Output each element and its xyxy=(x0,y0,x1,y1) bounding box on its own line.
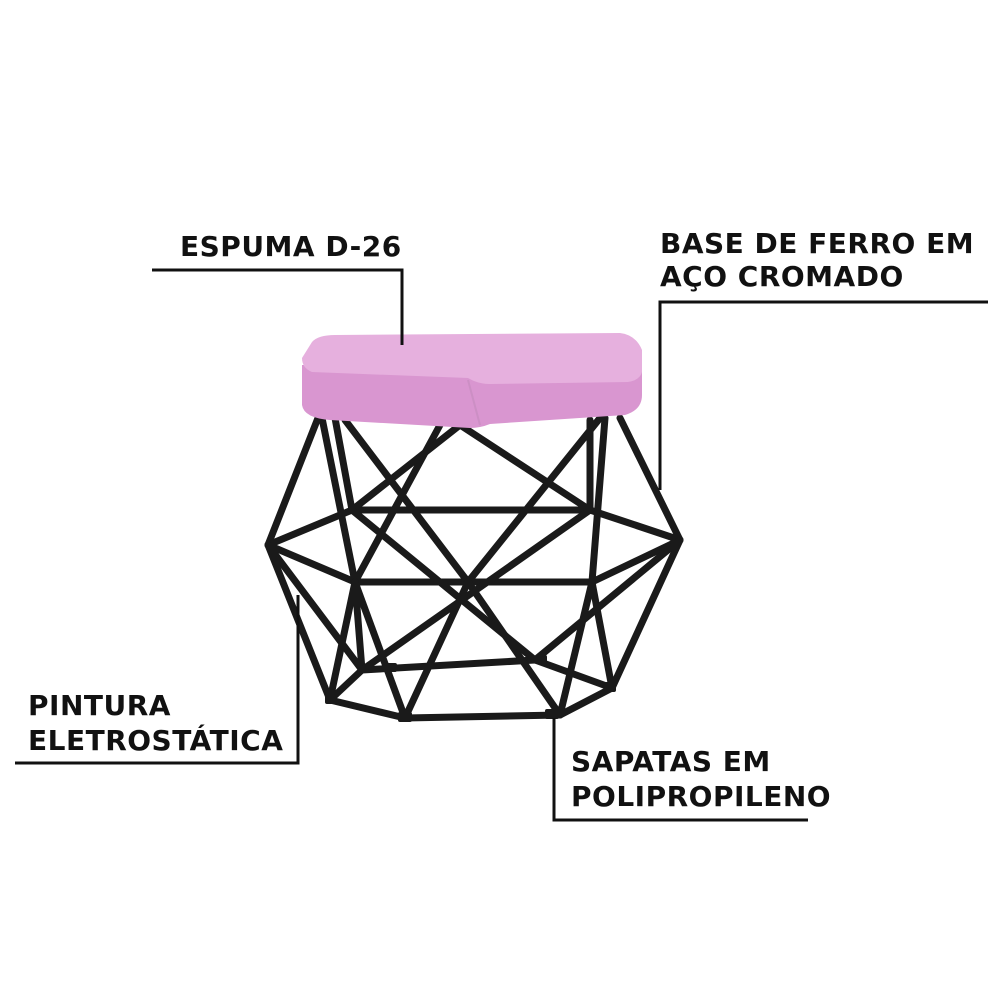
frame-upper-strut-7 xyxy=(348,421,464,514)
frame-lower-strut-2 xyxy=(264,541,366,674)
callout-paint-line-2: ELETROSTÁTICA xyxy=(28,724,284,758)
frame-upper-strut-8 xyxy=(464,414,604,586)
frame-lower-strut-8 xyxy=(556,578,596,719)
callout-paint-label: PINTURA ELETROSTÁTICA xyxy=(28,688,283,759)
foot-5 xyxy=(385,663,397,672)
frame-upper-strut-2 xyxy=(318,414,359,586)
foot-3 xyxy=(325,694,337,704)
frame-upper-strut-4 xyxy=(341,416,472,586)
seat-top xyxy=(302,333,642,384)
frame-upper-strut-1 xyxy=(264,414,322,549)
leader-line-frame xyxy=(658,300,988,490)
polypropylene-feet xyxy=(325,655,616,722)
frame-upper-strut-10 xyxy=(616,414,684,544)
leader-lines xyxy=(15,268,988,822)
leader-line-paint xyxy=(15,595,300,765)
wire-frame xyxy=(264,414,684,722)
foot-6 xyxy=(535,655,547,664)
foot-1 xyxy=(398,712,412,722)
callout-paint-line-1: PINTURA xyxy=(28,689,171,722)
callout-frame-line-2: AÇO CROMADO xyxy=(660,259,904,293)
foam-seat xyxy=(302,333,642,428)
frame-lower-strut-7 xyxy=(464,578,564,719)
leader-line-foam xyxy=(152,268,404,345)
frame-lower-strut-9 xyxy=(588,578,616,692)
foot-4 xyxy=(604,682,616,692)
callout-feet-line-2: POLIPROPILENO xyxy=(571,780,832,814)
callout-feet-line-1: SAPATAS EM xyxy=(571,745,771,778)
seat-edge-highlight xyxy=(467,379,481,426)
frame-upper-strut-3 xyxy=(331,414,356,514)
foot-2 xyxy=(545,709,559,719)
callout-foam-line-1: ESPUMA D-26 xyxy=(180,230,402,263)
callout-frame-label: BASE DE FERRO EM AÇO CROMADO xyxy=(660,227,975,294)
frame-lower-strut-11 xyxy=(531,536,684,664)
callout-feet-label: SAPATAS EM POLIPROPILENO xyxy=(571,744,831,815)
frame-lower-strut-4 xyxy=(351,578,409,722)
frame-lower-strut-3 xyxy=(326,578,359,704)
frame-lower-strut-13 xyxy=(358,506,594,674)
frame-upper-strut-6 xyxy=(456,421,594,514)
callout-foam-label: ESPUMA D-26 xyxy=(180,230,402,263)
callout-frame-line-1: BASE DE FERRO EM xyxy=(660,227,975,260)
frame-upper-strut-9 xyxy=(588,414,609,586)
frame-lower-strut-10 xyxy=(608,536,684,692)
leader-line-feet xyxy=(552,718,808,822)
frame-lower-strut-5 xyxy=(351,578,366,674)
frame-lower-strut-12 xyxy=(348,506,539,664)
